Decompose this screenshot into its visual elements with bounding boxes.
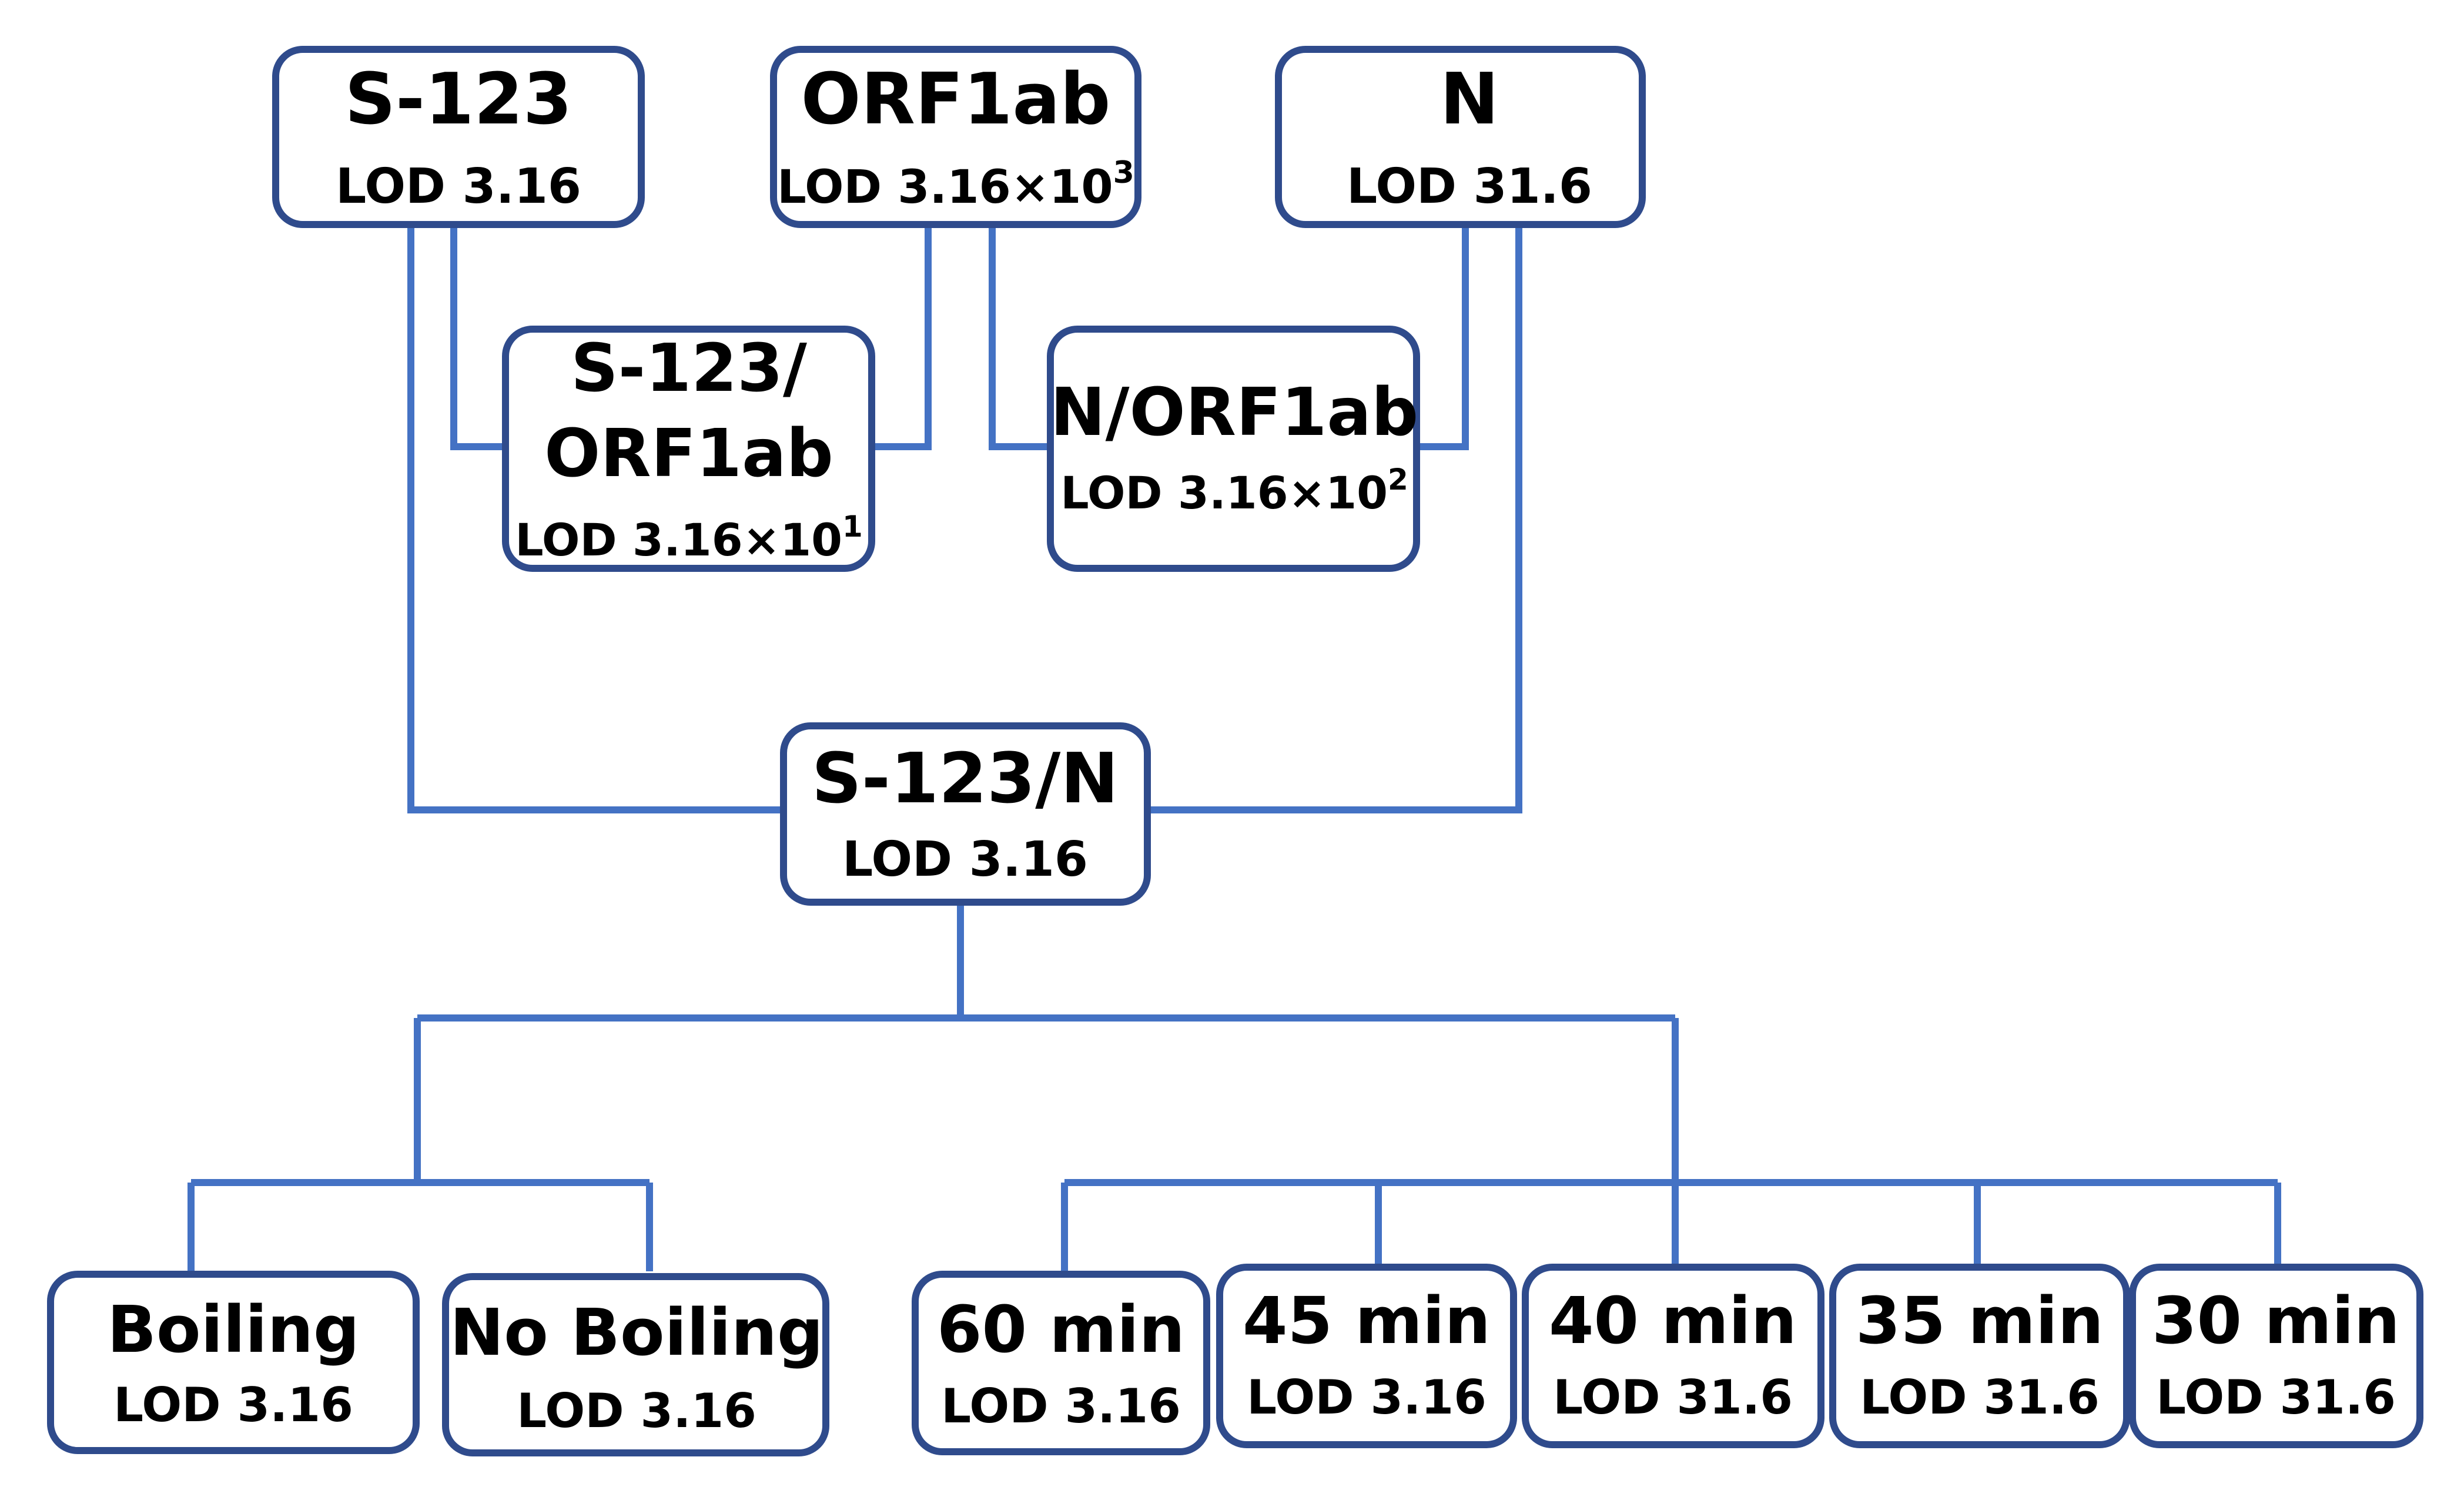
node-35-min: 35 min LOD 31.6 (1829, 1264, 2130, 1448)
node-60-min-title: 60 min (937, 1292, 1185, 1367)
connector-s123-to-s123-n (407, 227, 784, 813)
node-s123-orf1ab-lod-base: LOD 3.16×10 (515, 514, 842, 566)
node-n-orf1ab-lod-base: LOD 3.16×10 (1060, 467, 1388, 519)
node-n: N LOD 31.6 (1275, 46, 1646, 228)
node-orf1ab-lod: LOD 3.16×103 (777, 155, 1134, 214)
node-40-min: 40 min LOD 31.6 (1522, 1264, 1824, 1448)
node-n-orf1ab-lod: LOD 3.16×102 (1060, 463, 1408, 519)
node-no-boiling: No Boiling LOD 3.16 (442, 1273, 829, 1456)
connector-s123-to-s123-orf1ab (450, 227, 505, 450)
node-s123-n: S-123/N LOD 3.16 (780, 722, 1151, 906)
node-orf1ab: ORF1ab LOD 3.16×103 (770, 46, 1141, 228)
connectors (188, 227, 2281, 1274)
node-n-title: N (1440, 59, 1499, 140)
connector-boiling-branch (188, 1018, 653, 1271)
node-s123-n-title: S-123/N (812, 738, 1119, 819)
node-boiling-lod: LOD 3.16 (113, 1378, 353, 1432)
node-40-min-lod: LOD 31.6 (1553, 1370, 1793, 1425)
node-45-min-title: 45 min (1243, 1283, 1491, 1358)
node-n-orf1ab: N/ORF1ab LOD 3.16×102 (1047, 326, 1420, 572)
node-s123-orf1ab-lod: LOD 3.16×101 (515, 510, 863, 566)
node-35-min-title: 35 min (1856, 1283, 2104, 1358)
node-orf1ab-title: ORF1ab (801, 59, 1111, 140)
node-60-min-lod: LOD 3.16 (941, 1379, 1181, 1434)
node-s123-lod: LOD 3.16 (336, 159, 581, 215)
node-s123: S-123 LOD 3.16 (272, 46, 645, 228)
node-s123-orf1ab-title-line2: ORF1ab (544, 416, 833, 492)
node-orf1ab-lod-base: LOD 3.16×10 (777, 161, 1113, 214)
connector-n-to-n-orf1ab (1417, 227, 1469, 450)
node-s123-orf1ab-lod-exp: 1 (842, 510, 863, 544)
node-30-min-title: 30 min (2152, 1283, 2400, 1358)
node-s123-title: S-123 (345, 59, 573, 140)
connector-s123-n-trunk (417, 902, 1675, 1022)
connector-time-branch (1061, 1018, 2281, 1274)
node-no-boiling-title: No Boiling (450, 1295, 823, 1370)
node-boiling: Boiling LOD 3.16 (47, 1271, 420, 1454)
node-40-min-title: 40 min (1549, 1283, 1797, 1358)
node-n-orf1ab-lod-exp: 2 (1388, 463, 1408, 497)
node-s123-orf1ab-title-line1: S-123/ (571, 330, 807, 407)
node-s123-orf1ab: S-123/ ORF1ab LOD 3.16×101 (502, 326, 875, 572)
connector-orf1ab-to-s123-orf1ab (872, 227, 932, 450)
node-45-min: 45 min LOD 3.16 (1216, 1264, 1517, 1448)
node-30-min-lod: LOD 31.6 (2156, 1370, 2396, 1425)
node-45-min-lod: LOD 3.16 (1247, 1370, 1487, 1425)
node-boiling-title: Boiling (107, 1292, 360, 1367)
connector-orf1ab-to-n-orf1ab (989, 227, 1050, 450)
node-s123-n-lod: LOD 3.16 (842, 832, 1088, 887)
connector-n-to-s123-n (1147, 227, 1522, 813)
node-60-min: 60 min LOD 3.16 (912, 1271, 1210, 1455)
node-orf1ab-lod-exp: 3 (1113, 155, 1134, 190)
node-n-orf1ab-title: N/ORF1ab (1050, 374, 1418, 451)
node-30-min: 30 min LOD 31.6 (2129, 1264, 2423, 1448)
node-no-boiling-lod: LOD 3.16 (517, 1384, 756, 1438)
node-n-lod: LOD 31.6 (1347, 159, 1592, 215)
node-35-min-lod: LOD 31.6 (1860, 1370, 2100, 1425)
